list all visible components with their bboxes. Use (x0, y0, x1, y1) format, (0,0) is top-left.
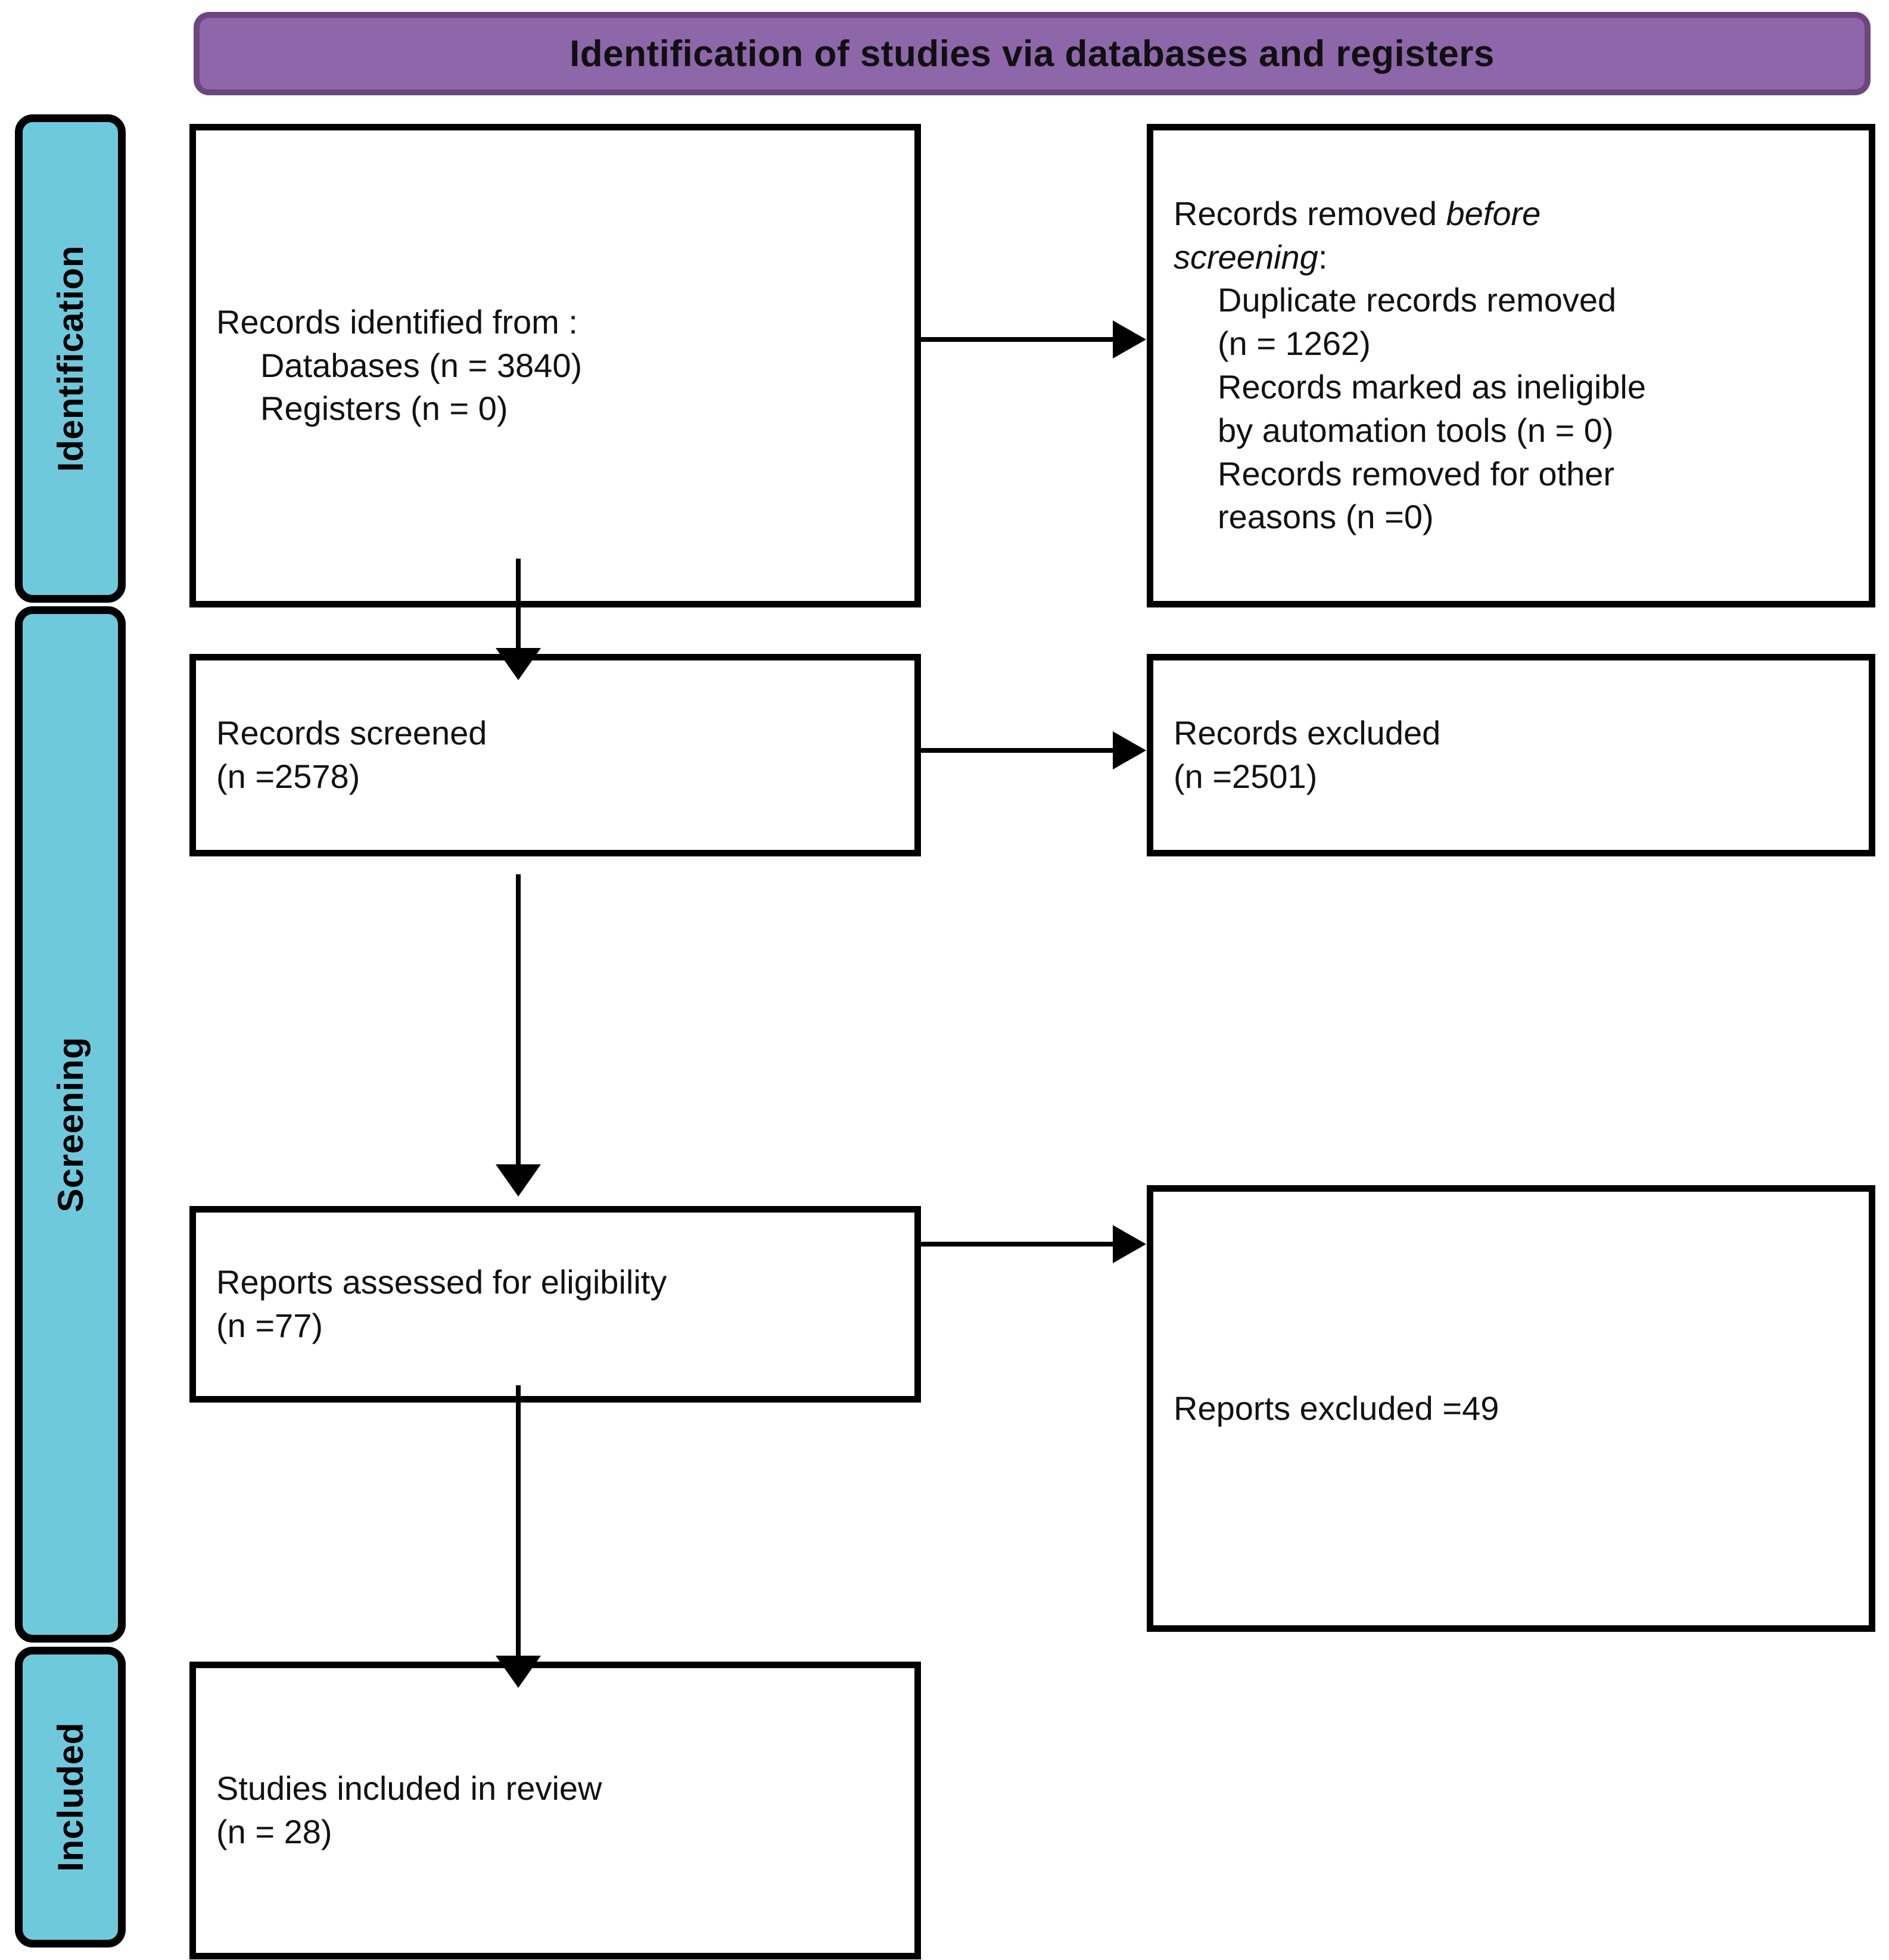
connector-screened-to-eligibility-arrowhead-icon (496, 1164, 541, 1196)
box-records-screened: Records screened (n =2578) (189, 654, 921, 856)
connector-screened-to-excluded-line (917, 748, 1118, 753)
reports-excluded-label: Reports excluded =49 (1174, 1389, 1499, 1427)
records-removed-heading-line1: Records removed before (1174, 192, 1848, 236)
connector-eligibility-to-included-arrowhead-icon (496, 1656, 541, 1688)
box-reports-excluded: Reports excluded =49 (1147, 1185, 1875, 1632)
records-removed-heading-line2: screening: (1174, 236, 1848, 279)
box-records-excluded: Records excluded (n =2501) (1147, 654, 1875, 856)
reports-assessed-count: (n =77) (216, 1307, 323, 1344)
connector-eligibility-to-reports-excluded-line (917, 1242, 1118, 1247)
records-identified-heading: Records identified from : (216, 303, 578, 341)
connector-eligibility-to-reports-excluded-arrowhead-icon (1113, 1225, 1146, 1263)
connector-identified-to-screened-arrowhead-icon (496, 648, 541, 680)
records-removed-heading-emphasis: before (1446, 194, 1541, 232)
records-removed-heading-emphasis2: screening (1174, 238, 1318, 276)
studies-included-label: Studies included in review (216, 1769, 602, 1808)
records-screened-count: (n =2578) (216, 758, 360, 795)
connector-identified-to-screened-line (516, 559, 521, 658)
stage-label-included: Included (50, 1722, 91, 1872)
stage-bar-identification: Identification (15, 114, 126, 603)
records-removed-other-line2: reasons (n =0) (1218, 498, 1434, 536)
records-removed-heading-text: Records removed (1174, 194, 1446, 232)
connector-identified-to-removed-line (917, 337, 1118, 342)
box-reports-assessed-for-eligibility: Reports assessed for eligibility (n =77) (189, 1206, 921, 1403)
connector-eligibility-to-included-line (516, 1385, 521, 1665)
stage-bar-screening: Screening (15, 606, 126, 1643)
records-ineligible-automation-line1: Records marked as ineligible (1218, 368, 1647, 406)
reports-assessed-label: Reports assessed for eligibility (216, 1263, 667, 1301)
duplicate-records-removed-count: (n = 1262) (1218, 325, 1371, 363)
header-banner: Identification of studies via databases … (194, 12, 1871, 95)
records-excluded-count: (n =2501) (1174, 758, 1318, 795)
duplicate-records-removed-label: Duplicate records removed (1218, 281, 1617, 319)
records-excluded-label: Records excluded (1174, 714, 1441, 752)
box-records-identified: Records identified from : Databases (n =… (189, 124, 921, 607)
stage-bar-included: Included (15, 1647, 126, 1947)
records-ineligible-automation-line2: by automation tools (n = 0) (1218, 411, 1614, 449)
box-records-removed-before-screening: Records removed before screening: Duplic… (1147, 124, 1875, 607)
stage-label-identification: Identification (50, 245, 91, 472)
box-studies-included-in-review: Studies included in review (n = 28) (189, 1662, 921, 1959)
records-removed-other-line1: Records removed for other (1218, 454, 1615, 493)
connector-screened-to-excluded-arrowhead-icon (1113, 731, 1146, 769)
connector-screened-to-eligibility-line (516, 874, 521, 1172)
records-screened-label: Records screened (216, 714, 487, 752)
records-identified-databases: Databases (n = 3840) (260, 346, 583, 384)
records-removed-heading-colon: : (1318, 238, 1328, 276)
connector-identified-to-removed-arrowhead-icon (1113, 320, 1146, 359)
studies-included-count: (n = 28) (216, 1813, 332, 1850)
stage-label-screening: Screening (50, 1036, 91, 1213)
records-identified-registers: Registers (n = 0) (260, 389, 508, 428)
banner-title: Identification of studies via databases … (569, 33, 1495, 74)
